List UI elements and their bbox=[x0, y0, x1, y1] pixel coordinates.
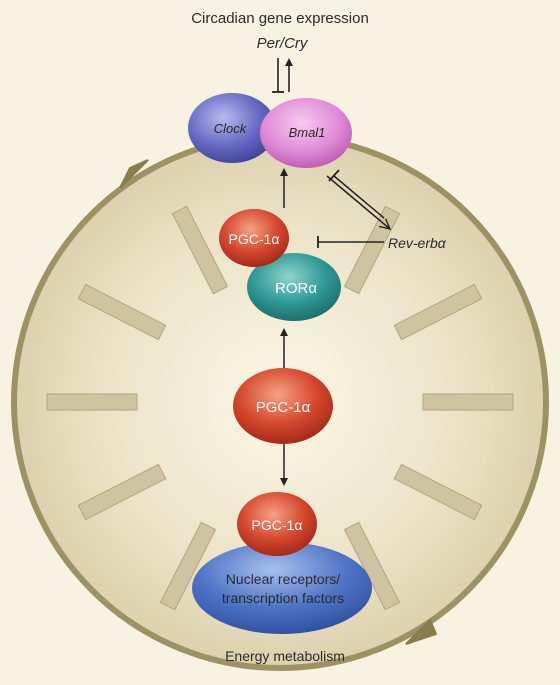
ror-alpha-protein bbox=[247, 253, 341, 321]
pgc1a-lower-protein bbox=[237, 492, 317, 556]
nuclear-receptors-protein bbox=[192, 542, 372, 634]
pgc1a-center-protein bbox=[233, 368, 333, 444]
pgc1a-upper-label: PGC-1α bbox=[229, 231, 280, 247]
ror-alpha-label: RORα bbox=[275, 280, 317, 297]
cycle-arrow-upper bbox=[119, 159, 149, 189]
cycle-arrow-lower bbox=[405, 618, 438, 645]
nuclear-receptors-line2: transcription factors bbox=[222, 590, 344, 606]
bmal1-protein bbox=[260, 98, 352, 168]
clock-protein bbox=[188, 93, 276, 163]
per-cry-regulation bbox=[272, 58, 293, 93]
bmal1-label: Bmal1 bbox=[289, 125, 326, 140]
header-title: Circadian gene expression bbox=[191, 10, 369, 27]
rev-erb-label: Rev-erbα bbox=[388, 235, 447, 251]
clock-label: Clock bbox=[214, 121, 248, 136]
nuclear-receptors-line1: Nuclear receptors/ bbox=[226, 571, 340, 587]
reverb-bmal1-links bbox=[326, 169, 390, 229]
pgc1a-center-label: PGC-1α bbox=[256, 399, 311, 416]
pgc1a-lower-label: PGC-1α bbox=[252, 517, 303, 533]
energy-metabolism-label: Energy metabolism bbox=[225, 648, 345, 664]
pgc1a-upper-protein bbox=[219, 209, 289, 267]
reverb-inhibition bbox=[317, 236, 384, 248]
per-cry-label: Per/Cry bbox=[257, 35, 309, 52]
